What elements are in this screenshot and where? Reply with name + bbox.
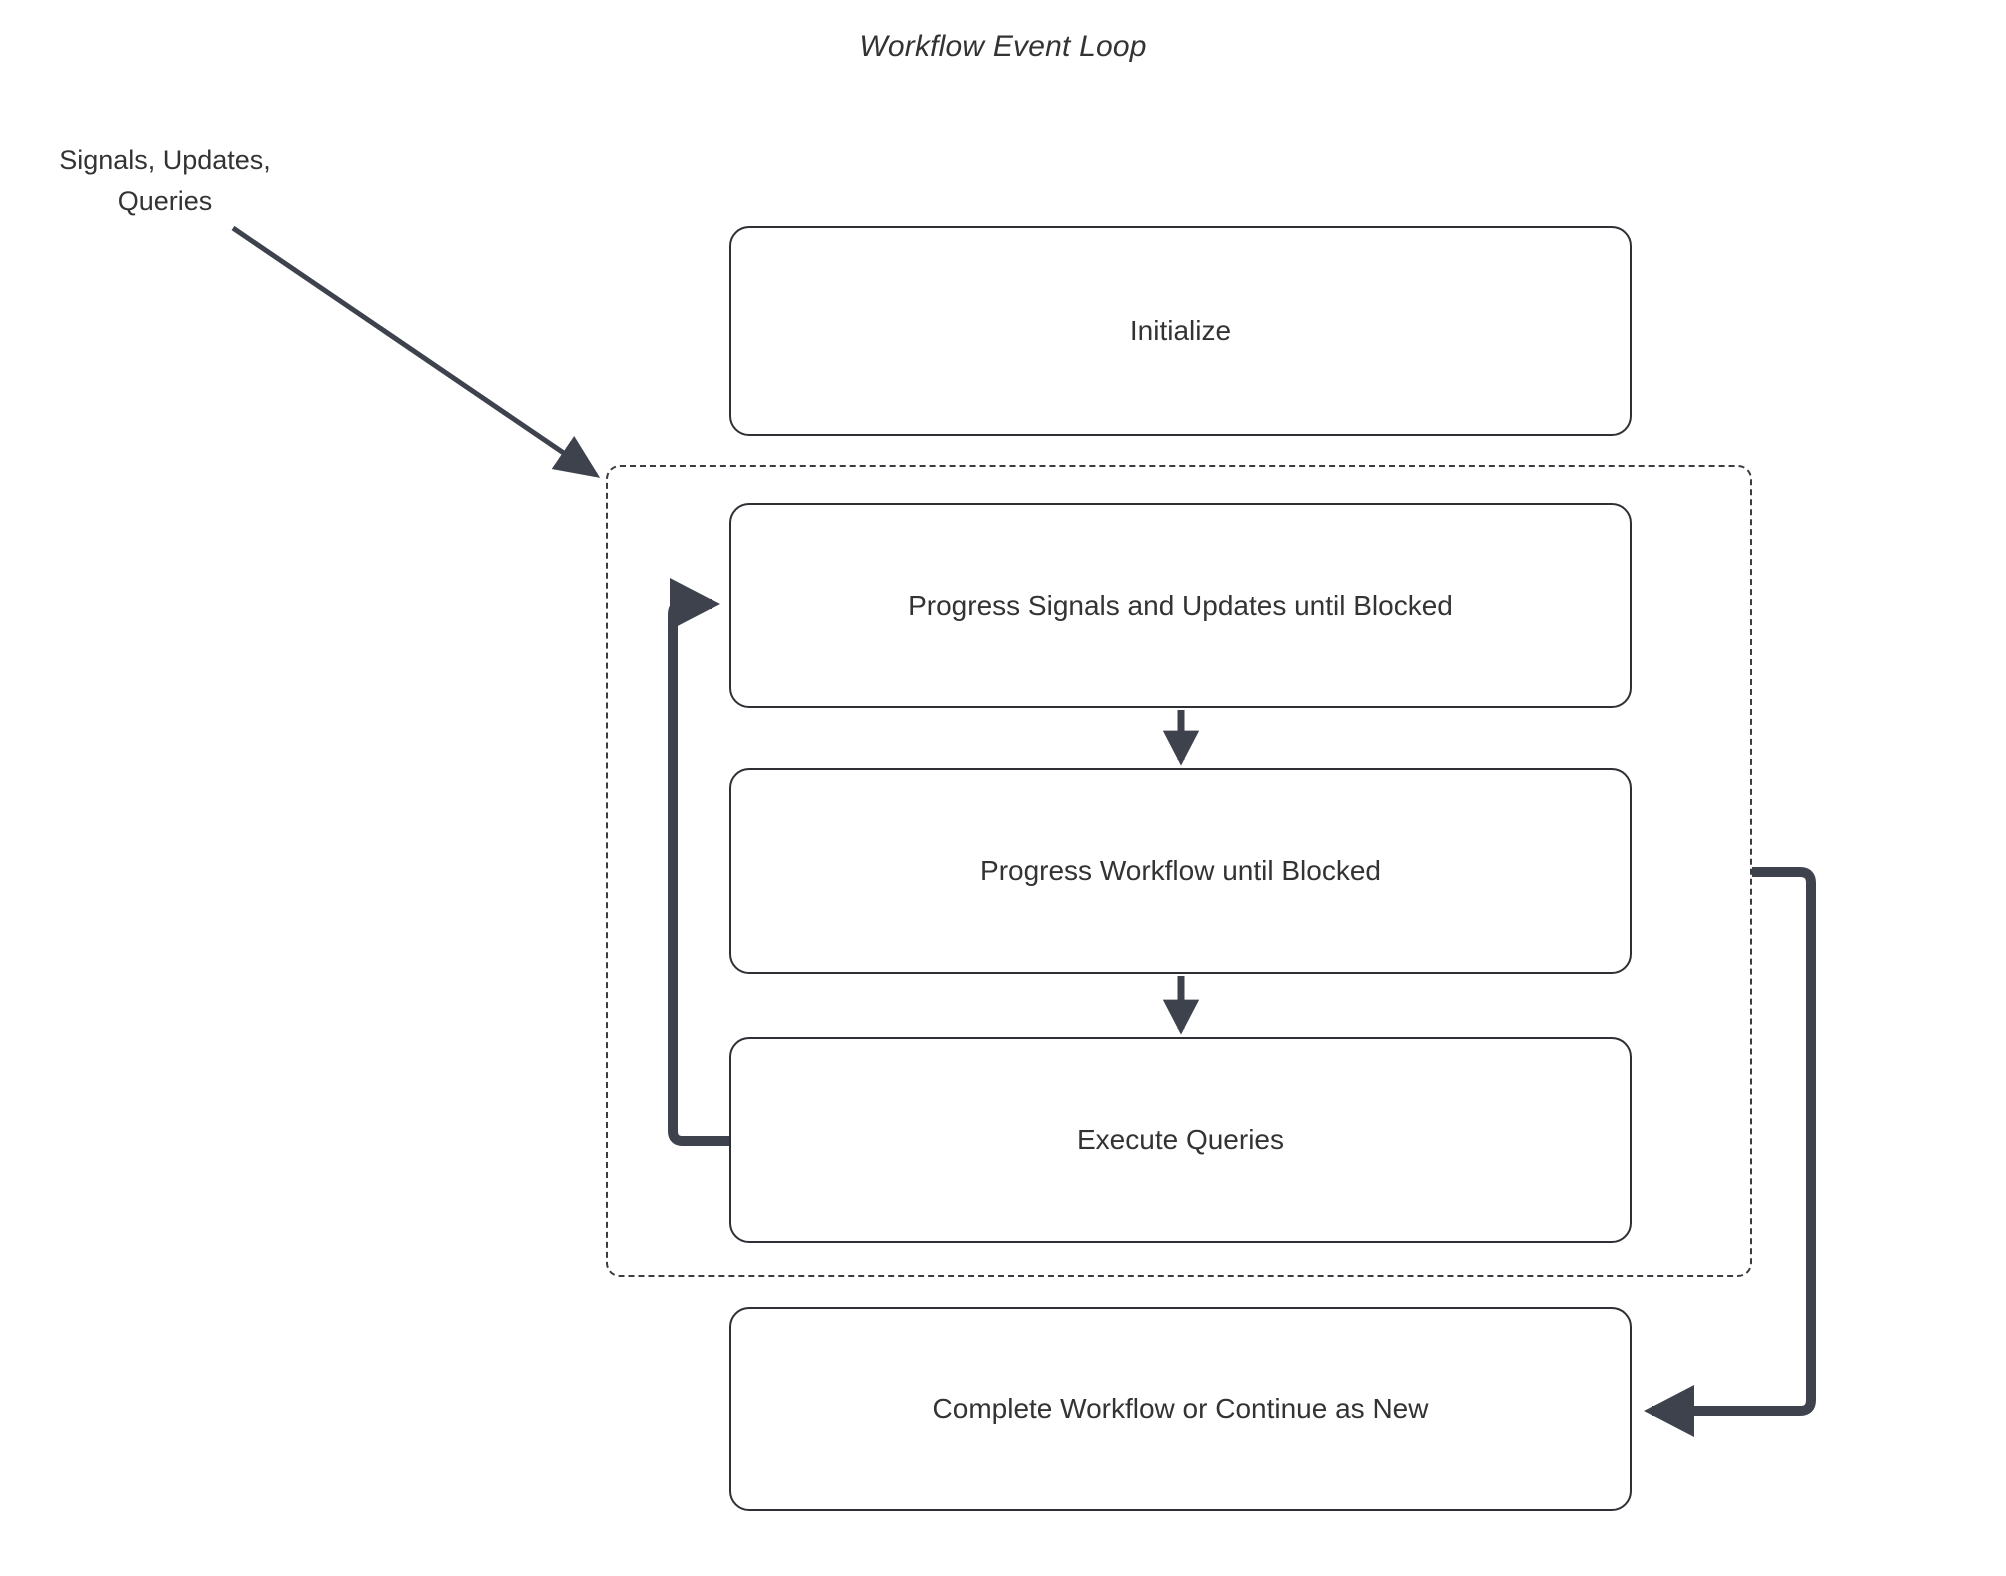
node-progress-signals[interactable]: Progress Signals and Updates until Block… (729, 503, 1632, 708)
node-progress-workflow-label: Progress Workflow until Blocked (980, 855, 1381, 886)
node-execute-queries-label: Execute Queries (1077, 1124, 1284, 1155)
event-loop-group (606, 465, 1752, 1277)
edge-external-input-to-loop (231, 225, 601, 478)
node-initialize[interactable]: Initialize (729, 226, 1632, 436)
node-complete-workflow-label: Complete Workflow or Continue as New (932, 1393, 1429, 1424)
node-progress-workflow[interactable]: Progress Workflow until Blocked (729, 768, 1632, 974)
node-execute-queries[interactable]: Execute Queries (729, 1037, 1632, 1243)
node-initialize-label: Initialize (1129, 315, 1232, 346)
page-title: Workflow Event Loop (859, 30, 1147, 63)
node-complete-workflow[interactable]: Complete Workflow or Continue as New (729, 1307, 1632, 1511)
external-input-label: Signals, Updates, Queries (59, 145, 271, 216)
node-progress-signals-label: Progress Signals and Updates until Block… (908, 589, 1453, 621)
